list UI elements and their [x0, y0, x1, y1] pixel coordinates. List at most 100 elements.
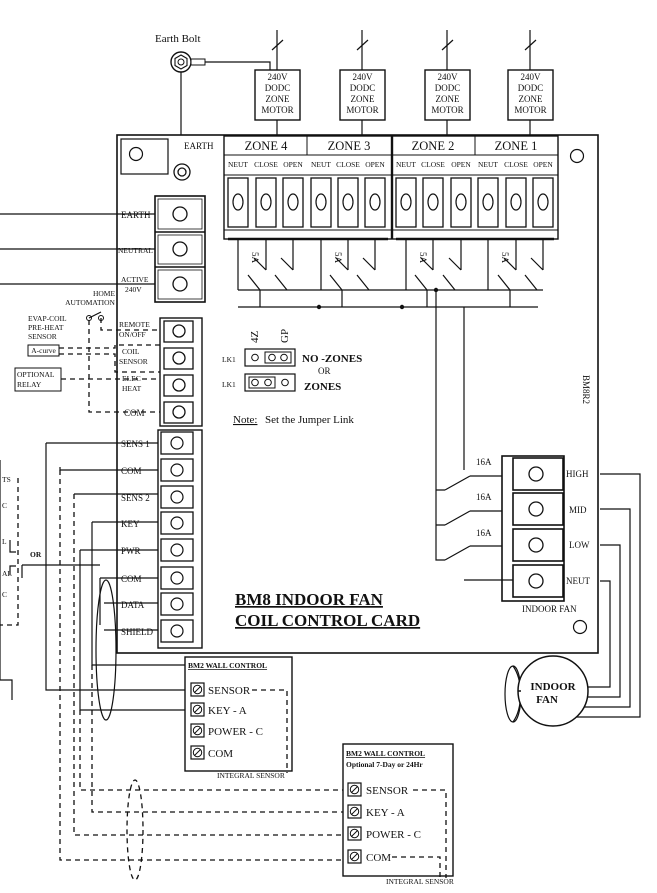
zone-screw-terminal [227, 177, 249, 228]
board-earth-label: EARTH [184, 141, 214, 151]
a-curve-label: A-curve [31, 346, 56, 355]
indoor-fan-motor: INDOOR FAN [504, 655, 589, 727]
jumper-zones [244, 373, 296, 392]
fan-label-high: HIGH [566, 469, 589, 479]
zone-screw-terminal [505, 177, 527, 228]
wall-terminal-label: POWER - C [366, 829, 421, 841]
wall-control-1-footer: INTEGRAL SENSOR [217, 771, 285, 780]
wall-terminal-label: COM [208, 748, 233, 760]
relay-fuse-label: 5A [250, 252, 260, 264]
svg-text:240V: 240V [521, 72, 542, 82]
svg-text:CLOSE: CLOSE [336, 160, 360, 169]
zone-terminal-block: ZONE 4 ZONE 3 ZONE 2 ZONE 1 [223, 135, 559, 241]
sensor-terminal-label: KEY [121, 519, 140, 529]
svg-text:OPEN: OPEN [283, 160, 303, 169]
fan-label-neut: NEUT [566, 576, 590, 586]
svg-text:NEUT: NEUT [311, 160, 331, 169]
left-partial-ts: TS [2, 475, 11, 484]
optional-relay-label-2: RELAY [17, 380, 42, 389]
zone-screw-terminals [227, 177, 554, 228]
wall-terminal: KEY - A [190, 702, 247, 717]
svg-text:DODC: DODC [265, 83, 291, 93]
jumper-no-zones [244, 348, 296, 367]
svg-text:NEUT: NEUT [478, 160, 498, 169]
wall-control-1: BM2 WALL CONTROL INTEGRAL SENSOR [184, 656, 293, 780]
lk1-label-top: LK1 [222, 355, 236, 364]
sensor-screw-terminals [160, 431, 194, 643]
fan-motor-label-2: FAN [536, 694, 558, 706]
home-automation-label-2: AUTOMATION [65, 298, 115, 307]
fan-fuse-label: 16A [476, 492, 492, 502]
wall-terminal-label: KEY - A [208, 705, 247, 717]
sensor-screw-terminal [160, 592, 194, 616]
zone-motor-2: 240V DODC ZONE MOTOR [339, 69, 386, 121]
svg-text:MOTOR: MOTOR [346, 105, 378, 115]
svg-text:MOTOR: MOTOR [514, 105, 546, 115]
sensor-screw-terminal [160, 511, 194, 535]
zone-screw-terminal [422, 177, 444, 228]
optional-relay-label-1: OPTIONAL [17, 370, 55, 379]
wall-control-2-title: BM2 WALL CONTROL [346, 749, 425, 758]
fan-fuse-label: 16A [476, 457, 492, 467]
wall-terminal: POWER - C [190, 723, 263, 738]
a-curve-sensor [27, 344, 60, 357]
zone-screw-terminal [532, 177, 554, 228]
relay-fuse-label: 5A [418, 252, 428, 264]
svg-text:OPEN: OPEN [451, 160, 471, 169]
svg-text:ZONE: ZONE [351, 94, 375, 104]
zone-label-4: ZONE 4 [245, 139, 288, 153]
fan-label-mid: MID [569, 505, 587, 515]
svg-text:NEUT: NEUT [396, 160, 416, 169]
mounting-hole-icon [572, 619, 588, 635]
svg-text:CLOSE: CLOSE [504, 160, 528, 169]
sensor-screw-terminal [160, 458, 194, 482]
svg-text:NEUT: NEUT [228, 160, 248, 169]
zone-screw-terminal [310, 177, 332, 228]
zone-label-1: ZONE 1 [495, 139, 538, 153]
svg-text:OPEN: OPEN [533, 160, 553, 169]
svg-text:OPEN: OPEN [365, 160, 385, 169]
indoor-fan-label: INDOOR FAN [522, 604, 577, 614]
jumper-note-text: Set the Jumper Link [265, 414, 354, 426]
control-label-remote-on-off: ON/OFF [119, 330, 146, 339]
zone-motor-4: 240V DODC ZONE MOTOR [507, 69, 554, 121]
sensor-screw-terminal [160, 431, 194, 455]
evap-coil-label-1: EVAP-COIL [28, 314, 67, 323]
jumper-gp-label: GP [279, 329, 291, 343]
lk1-label-bottom: LK1 [222, 380, 236, 389]
board-mounting-tab [120, 138, 169, 175]
power-label-active: ACTIVE [121, 275, 149, 284]
evap-coil-label-3: SENSOR [28, 332, 57, 341]
sensor-terminal-label: SENS 1 [121, 439, 150, 449]
svg-text:DODC: DODC [435, 83, 461, 93]
control-label-com: COM [124, 408, 145, 418]
svg-text:CLOSE: CLOSE [254, 160, 278, 169]
wall-control-2-terminals: SENSOR KEY - A POWER - C COM [347, 782, 421, 864]
wall-terminal-label: KEY - A [366, 807, 405, 819]
wall-terminal: SENSOR [347, 782, 409, 797]
control-label-elec: ELEC [122, 374, 141, 383]
board-title-line-1: BM8 INDOOR FAN [235, 590, 384, 609]
fan-fuse-label: 16A [476, 528, 492, 538]
fan-terminal-block [501, 455, 565, 602]
board-title-line-2: COIL CONTROL CARD [235, 611, 420, 630]
zones-label: ZONES [304, 381, 341, 393]
mounting-hole-icon [128, 146, 144, 162]
svg-text:240V: 240V [353, 72, 374, 82]
mounting-hole-icon [569, 148, 585, 164]
wall-terminal-label: SENSOR [366, 785, 409, 797]
zone-terminal-labels: NEUT CLOSE OPEN NEUT CLOSE OPEN NEUT CLO… [228, 160, 553, 169]
svg-text:240V: 240V [438, 72, 459, 82]
svg-text:DODC: DODC [350, 83, 376, 93]
sensor-screw-terminal [160, 538, 194, 562]
power-label-earth: EARTH [121, 210, 151, 220]
zone-relay-switches: 5A 5A 5A 5A [237, 239, 544, 308]
control-label-remote: REMOTE [119, 320, 150, 329]
sensor-terminal-label: SENS 2 [121, 493, 150, 503]
svg-text:ZONE: ZONE [436, 94, 460, 104]
zone-screw-terminal [364, 177, 386, 228]
wall-terminal: COM [347, 849, 391, 864]
sensor-screw-terminal [160, 619, 194, 643]
